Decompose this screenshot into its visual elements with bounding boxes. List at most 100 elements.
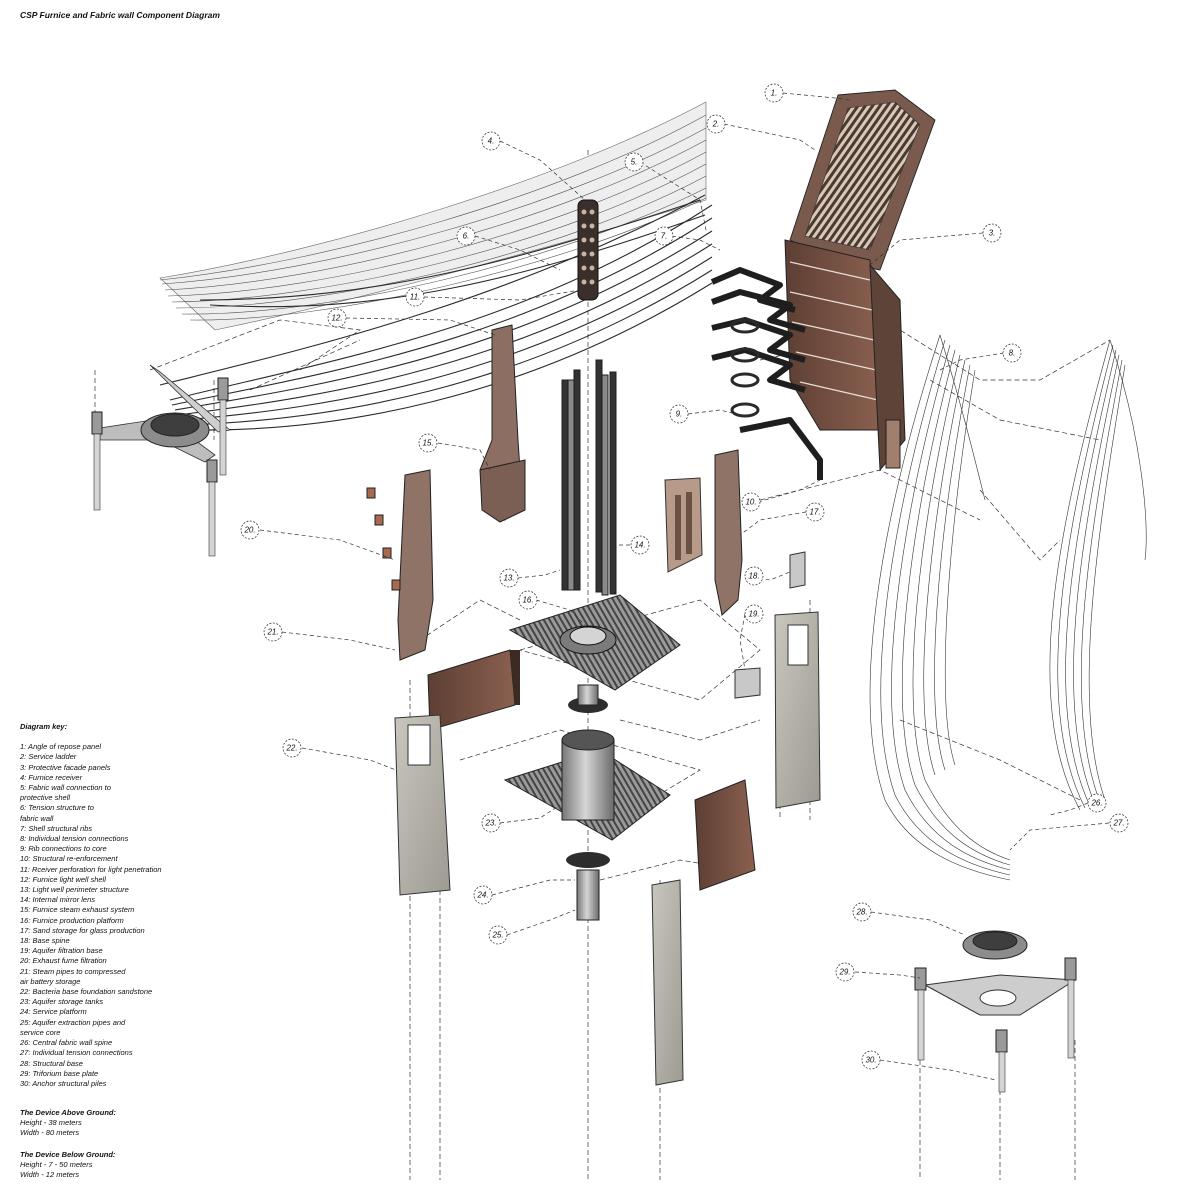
svg-text:8.: 8. <box>1009 349 1016 358</box>
key-item: 16: Furnice production platform <box>20 915 124 925</box>
internal-mirror-lens <box>664 477 703 573</box>
fabric-wall-spine <box>869 334 1147 881</box>
fabric-wall-canopy <box>159 101 707 331</box>
key-item: 14: Internal mirror lens <box>20 895 96 905</box>
key-item: 18: Base spine <box>20 936 70 946</box>
key-item: 22: Bacteria base foundation sandstone <box>20 987 153 997</box>
base-spine <box>714 449 806 699</box>
callout-23: 23. <box>481 813 501 833</box>
key-item: 3: Protective facade panels <box>20 762 111 772</box>
svg-text:12.: 12. <box>331 314 342 323</box>
callout-17: 17. <box>805 502 825 522</box>
key-item: 8: Individual tension connections <box>20 834 129 844</box>
callout-30: 30. <box>861 1050 881 1070</box>
svg-text:18.: 18. <box>748 572 759 581</box>
svg-text:20.: 20. <box>243 526 255 535</box>
key-item: 7: Shell structural ribs <box>20 823 93 833</box>
callout-10: 10. <box>741 492 761 512</box>
callout-22: 22. <box>282 738 302 758</box>
key-item: 26: Central fabric wall spine <box>20 1038 113 1048</box>
svg-text:30.: 30. <box>865 1056 876 1065</box>
above-ground-dimensions: The Device Above Ground: Height - 38 met… <box>20 1108 116 1139</box>
svg-text:13.: 13. <box>503 574 514 583</box>
diagram-title: CSP Furnice and Fabric wall Component Di… <box>20 10 220 20</box>
key-item: 11: Rceiver perforation for light penetr… <box>20 864 162 874</box>
callout-14: 14. <box>630 535 650 555</box>
rust-foundation-walls <box>427 649 756 891</box>
exhaust-filtration-column <box>366 469 434 661</box>
below-ground-height: Height - 7 - 50 meters <box>20 1160 93 1170</box>
rib-rings <box>730 318 760 418</box>
svg-text:21.: 21. <box>266 628 278 637</box>
key-item: 20: Exhaust fume filtration <box>20 956 107 966</box>
callout-20: 20. <box>240 520 260 540</box>
key-item: 27: Individual tension connections <box>20 1048 133 1058</box>
aquifer-storage <box>503 729 671 921</box>
key-item: 13: Light well perimeter structure <box>20 885 129 895</box>
svg-text:19.: 19. <box>748 610 759 619</box>
key-item: 1: Angle of repose panel <box>20 742 102 752</box>
callout-2: 2. <box>706 114 726 134</box>
key-item: 25: Aquifer extraction pipes and service… <box>20 1017 126 1037</box>
callout-15: 15. <box>418 433 438 453</box>
sandstone-foundations <box>394 611 821 1086</box>
svg-text:24.: 24. <box>476 891 488 900</box>
svg-text:29.: 29. <box>838 968 850 977</box>
callout-7: 7. <box>654 226 674 246</box>
svg-text:5.: 5. <box>631 158 638 167</box>
light-well-perimeter <box>561 359 617 596</box>
callout-25: 25. <box>488 925 508 945</box>
callout-3: 3. <box>982 223 1002 243</box>
callout-leaders <box>259 92 1110 1081</box>
left-tripod-base <box>91 364 231 557</box>
key-item: 29: Triforium base plate <box>20 1068 99 1078</box>
callout-13: 13. <box>499 568 519 588</box>
key-item: 21: Steam pipes to compressed air batter… <box>20 966 126 986</box>
callout-29: 29. <box>835 962 855 982</box>
svg-text:26.: 26. <box>1090 799 1102 808</box>
svg-text:4.: 4. <box>488 137 495 146</box>
key-item: 28: Structural base <box>20 1058 83 1068</box>
right-tripod-base <box>914 930 1077 1093</box>
callout-26: 26. <box>1087 793 1107 813</box>
svg-text:7.: 7. <box>661 232 668 241</box>
svg-text:14.: 14. <box>634 541 645 550</box>
rib-connections <box>710 267 823 480</box>
key-item: 19: Aquifer filtration base <box>20 946 103 956</box>
key-item: 4: Furnice receiver <box>20 772 83 782</box>
below-ground-heading: The Device Below Ground: <box>20 1150 116 1159</box>
svg-text:3.: 3. <box>989 229 996 238</box>
furnace-receiver <box>577 199 599 301</box>
svg-text:9.: 9. <box>676 410 683 419</box>
svg-text:28.: 28. <box>855 908 867 917</box>
tension-cables <box>159 194 713 431</box>
below-ground-width: Width - 12 meters <box>20 1170 80 1180</box>
diagram-key: Diagram key: 1: Angle of repose panel 2:… <box>20 722 210 1089</box>
callout-9: 9. <box>669 404 689 424</box>
svg-text:23.: 23. <box>484 819 496 828</box>
callout-18: 18. <box>744 566 764 586</box>
above-ground-heading: The Device Above Ground: <box>20 1108 116 1117</box>
svg-text:17.: 17. <box>809 508 820 517</box>
production-platform <box>508 594 681 713</box>
callout-4: 4. <box>481 131 501 151</box>
key-item: 6: Tension structure to fabric wall <box>20 803 94 823</box>
callout-16: 16. <box>518 590 538 610</box>
callout-6: 6. <box>456 226 476 246</box>
callout-24: 24. <box>473 885 493 905</box>
key-item: 12: Furnice light well shell <box>20 874 106 884</box>
key-item: 15: Furnice steam exhaust system <box>20 905 135 915</box>
callout-1: 1. <box>764 83 784 103</box>
above-ground-height: Height - 38 meters <box>20 1118 82 1128</box>
svg-text:22.: 22. <box>285 744 297 753</box>
below-ground-dimensions: The Device Below Ground: Height - 7 - 50… <box>20 1150 115 1181</box>
svg-text:25.: 25. <box>491 931 503 940</box>
above-ground-width: Width - 80 meters <box>20 1128 80 1138</box>
key-heading: Diagram key: <box>20 722 68 731</box>
svg-text:2.: 2. <box>712 120 720 129</box>
callout-5: 5. <box>624 152 644 172</box>
callout-27: 27. <box>1109 813 1129 833</box>
key-item: 30: Anchor structural piles <box>20 1078 107 1088</box>
svg-text:16.: 16. <box>522 596 533 605</box>
